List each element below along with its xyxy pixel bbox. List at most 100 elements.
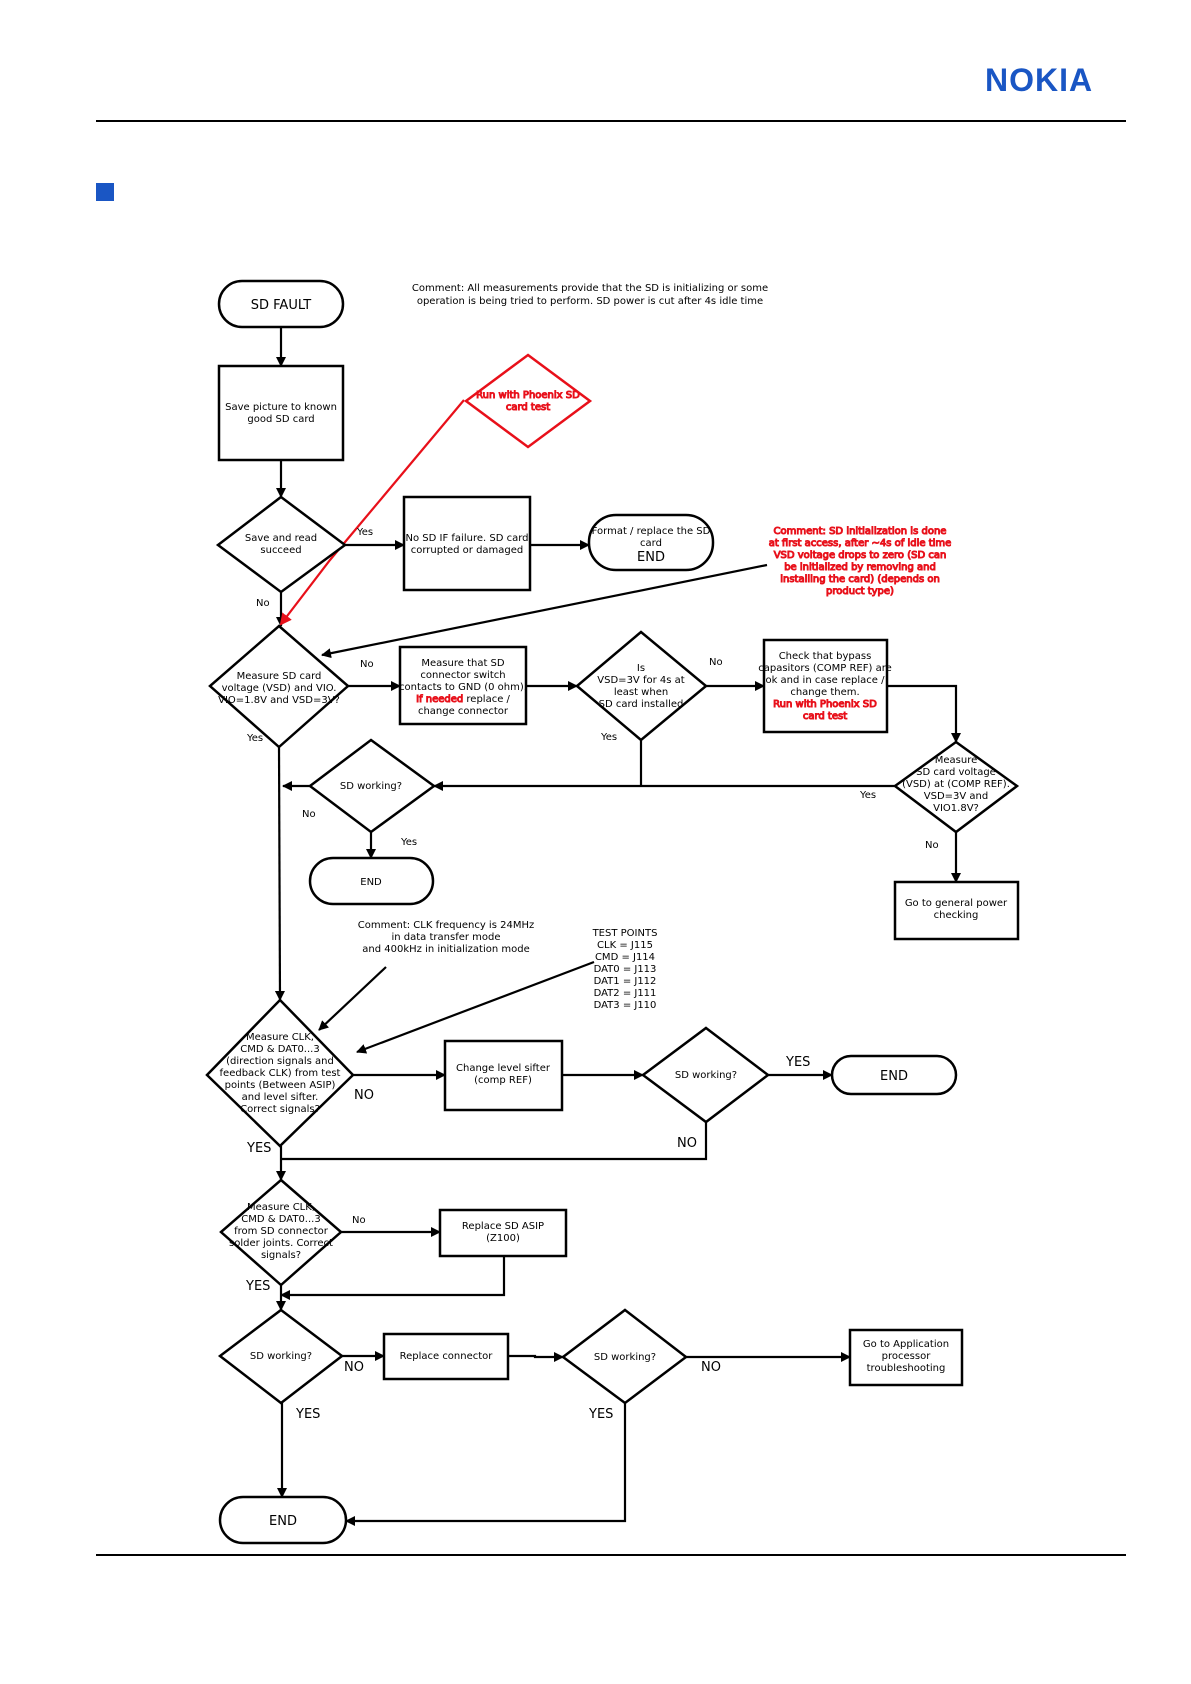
yes-label: YES: [245, 1279, 270, 1294]
sd-init-line-1: Comment: SD initialization is done: [774, 526, 947, 537]
test-points-line-2: CLK = J115: [597, 940, 653, 951]
sd-working-4-label: SD working?: [594, 1352, 656, 1363]
sd-working-2-diamond: [640, 1026, 771, 1124]
no-label: NO: [354, 1088, 374, 1103]
test-points-line-5: DAT1 = J112: [594, 976, 657, 987]
measure-gnd-line-2: connector switch: [420, 670, 505, 681]
measure-clk-line-2: CMD & DAT0...3: [240, 1044, 319, 1055]
yes-label: YES: [246, 1141, 271, 1156]
nokia-logo: NOKIA: [985, 62, 1094, 98]
phoenix-line-2: card test: [506, 402, 550, 413]
is-vsd-line-4: SD card installed: [599, 699, 684, 710]
measure-connector-line-4: solder joints. Correct: [229, 1238, 333, 1249]
measure-clk-line-3: (direction signals and: [226, 1056, 334, 1067]
measure-clk-line-4: feedback CLK) from test: [220, 1068, 341, 1079]
measure-connector-diamond: [219, 1178, 343, 1287]
end-final-label: END: [269, 1514, 297, 1529]
measure-gnd-box: [398, 645, 528, 726]
sd-working-2-label: SD working?: [675, 1070, 737, 1081]
sd-working-1-label: SD working?: [340, 781, 402, 792]
sd-init-line-4: be initialized by removing and: [784, 562, 936, 573]
sd-init-line-5: installing the card) (depends on: [780, 574, 940, 585]
sd-working-3-diamond: [217, 1308, 345, 1405]
measure-clk-line-6: and level sifter.: [242, 1092, 319, 1103]
yes-label: Yes: [600, 732, 617, 743]
check-bypass-line-2: capasitors (COMP REF) are: [758, 663, 892, 674]
measure-connector-line-2: CMD & DAT0...3: [241, 1214, 320, 1225]
check-bypass-line-4: change them.: [790, 687, 859, 698]
clk-comment-line-2: in data transfer mode: [391, 932, 500, 943]
yes-label: YES: [785, 1055, 810, 1070]
test-points-line-6: DAT2 = J111: [594, 988, 657, 999]
end-2-label: END: [880, 1069, 908, 1084]
no-label: No: [925, 840, 939, 851]
is-vsd-line-1: Is: [637, 663, 645, 674]
measure-gnd-line-3: contacts to GND (0 ohm).: [399, 682, 527, 693]
no-label: No: [256, 598, 270, 609]
save-picture-line-1: Save picture to known: [225, 402, 337, 413]
yes-label: YES: [295, 1407, 320, 1422]
app-processor-line-3: troubleshooting: [867, 1363, 946, 1374]
general-power-line-2: checking: [934, 910, 979, 921]
yes-label: Yes: [859, 790, 876, 801]
test-points-line-1: TEST POINTS: [592, 928, 658, 939]
no-label: NO: [701, 1360, 721, 1375]
no-label: NO: [677, 1136, 697, 1151]
measure-comp-line-4: VSD=3V and: [924, 791, 988, 802]
change-level-line-2: (comp REF): [474, 1075, 532, 1086]
measure-vsd-line-1: Measure SD card: [237, 671, 322, 682]
header-rule: [96, 120, 1126, 122]
measure-gnd-line-1: Measure that SD: [421, 658, 505, 669]
yes-label: YES: [588, 1407, 613, 1422]
no-sd-if-line-2: corrupted or damaged: [411, 545, 524, 556]
measure-clk-line-5: points (Between ASIP): [225, 1080, 336, 1091]
save-picture-box: [217, 364, 345, 462]
measure-clk-line-7: Correct signals?: [240, 1104, 320, 1115]
app-processor-box: [848, 1328, 964, 1387]
app-processor-line-1: Go to Application: [863, 1339, 949, 1350]
sd-working-1-diamond: [307, 738, 437, 834]
no-sd-if-box: [402, 495, 532, 592]
measure-connector-line-3: from SD connector: [234, 1226, 329, 1237]
footer-rule: [96, 1554, 1126, 1556]
measure-connector-line-1: Measure CLK,: [247, 1202, 315, 1213]
general-power-line-1: Go to general power: [905, 898, 1008, 909]
if-needed-text: If needed: [416, 694, 463, 705]
is-vsd-line-2: VSD=3V for 4s at: [597, 675, 684, 686]
save-read-line-1: Save and read: [245, 533, 317, 544]
check-bypass-red-1: Run with Phoenix SD: [773, 699, 877, 710]
measure-gnd-line-5: change connector: [418, 706, 509, 717]
check-bypass-red-2: card test: [803, 711, 847, 722]
measure-clk-diamond: [205, 998, 355, 1148]
phoenix-test-diamond: [463, 353, 593, 449]
sd-fault-terminator: [217, 279, 345, 329]
measure-comp-diamond: [892, 740, 1020, 834]
measure-comp-line-1: Measure: [935, 755, 978, 766]
replace-asip-box: [438, 1208, 568, 1258]
measure-vsd-diamond: [208, 624, 350, 749]
measure-vsd-line-2: voltage (VSD) and VIO.: [222, 683, 337, 694]
replace-connector-box: [382, 1332, 510, 1381]
sd-init-line-6: product type): [826, 586, 894, 597]
yes-label: Yes: [400, 837, 417, 848]
measure-comp-line-2: SD card voltage: [916, 767, 996, 778]
measure-comp-line-3: (VSD) at (COMP REF).: [902, 779, 1010, 790]
sd-init-line-2: at first access, after ~4s of idle time: [769, 538, 952, 549]
change-level-line-1: Change level sifter: [456, 1063, 551, 1074]
save-read-line-2: succeed: [260, 545, 301, 556]
general-power-box: [893, 880, 1020, 941]
check-bypass-line-3: ok and in case replace /: [765, 675, 885, 686]
measure-clk-line-1: Measure CLK,: [246, 1032, 314, 1043]
no-label: No: [302, 809, 316, 820]
measure-gnd-line-4: If needed replace /: [416, 694, 510, 705]
replace-connector-label: Replace connector: [400, 1351, 494, 1362]
format-terminator: [587, 513, 715, 572]
clk-comment-line-3: and 400kHz in initialization mode: [362, 944, 529, 955]
check-bypass-box: [762, 638, 889, 734]
is-vsd-line-3: least when: [614, 687, 668, 698]
end-1-terminator: [308, 856, 435, 906]
yes-label: Yes: [356, 527, 373, 538]
top-comment-line-2: operation is being tried to perform. SD …: [417, 296, 763, 307]
no-label: No: [352, 1215, 366, 1226]
